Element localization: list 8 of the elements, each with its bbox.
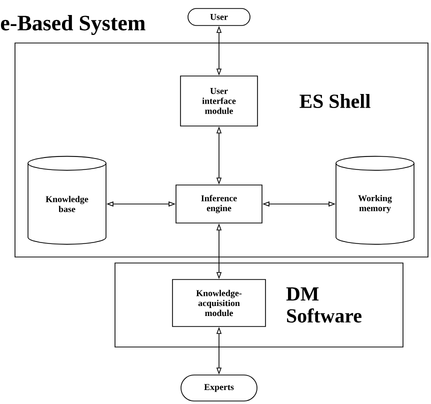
terminal-pill: User bbox=[188, 8, 250, 26]
title: e-Based System bbox=[0, 15, 146, 35]
process-box: Knowledge-acquisition module bbox=[172, 279, 266, 327]
process-box: User interface module bbox=[180, 76, 258, 126]
process-box: Inference engine bbox=[176, 184, 262, 224]
database-cylinder: Working memory bbox=[336, 156, 414, 245]
terminal-pill: Experts bbox=[180, 374, 258, 402]
database-cylinder: Knowledge base bbox=[28, 156, 106, 245]
